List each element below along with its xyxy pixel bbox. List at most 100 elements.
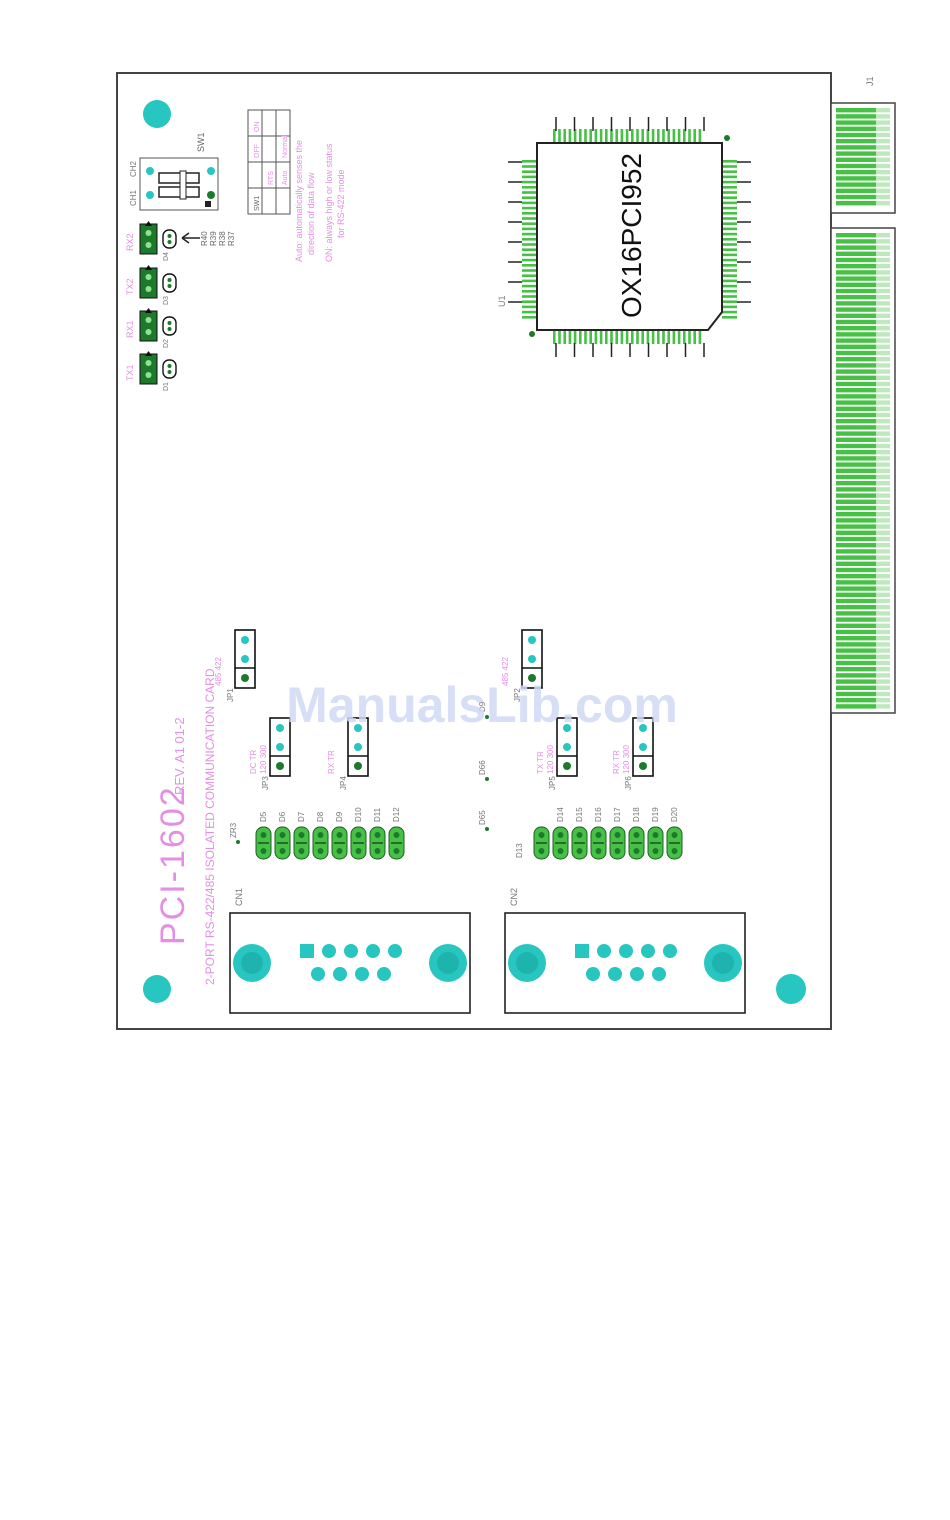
edge-finger-tip: [876, 425, 890, 430]
edge-finger: [836, 468, 876, 473]
edge-finger: [836, 332, 876, 337]
chip-pin: [693, 129, 696, 143]
misc-ref: ZR3: [229, 822, 238, 838]
edge-finger-tip: [876, 487, 890, 492]
edge-finger-tip: [876, 654, 890, 659]
chip-pin: [722, 279, 737, 283]
edge-finger: [836, 163, 876, 169]
edge-finger-tip: [876, 443, 890, 449]
chip-pin: [605, 330, 608, 344]
resistor-labels: R40 R39 R38 R37: [200, 231, 236, 246]
edge-finger: [836, 369, 876, 374]
chip-pin: [599, 330, 603, 344]
chip-pin: [553, 330, 556, 344]
edge-finger-tip: [876, 194, 890, 200]
chip-pin: [579, 129, 582, 143]
edge-finger-tip: [876, 679, 890, 684]
edge-finger: [836, 450, 876, 455]
edge-finger: [836, 301, 876, 306]
chip-pin: [584, 330, 587, 344]
edge-finger-tip: [876, 685, 890, 690]
chip-pin: [625, 330, 629, 344]
chip-pin: [651, 330, 655, 344]
edge-finger-tip: [876, 233, 890, 238]
edge-finger: [836, 617, 876, 622]
chip-pin: [657, 330, 660, 344]
chip-pin: [522, 316, 537, 319]
edge-finger: [836, 611, 876, 616]
led-label: RX2: [125, 233, 135, 251]
edge-finger-tip: [876, 245, 890, 250]
chip-pin: [651, 129, 655, 143]
edge-finger-tip: [876, 586, 890, 591]
edge-finger: [836, 157, 876, 162]
table-cell: OFF: [254, 144, 261, 158]
chip-pin: [722, 212, 737, 215]
edge-finger: [836, 443, 876, 449]
edge-finger-tip: [876, 419, 890, 424]
chip-pin: [722, 253, 737, 257]
edge-finger-tip: [876, 636, 890, 641]
edge-finger: [836, 295, 876, 300]
chip-pin: [522, 300, 537, 303]
resistor-label: R38: [218, 231, 227, 246]
edge-finger-tip: [876, 288, 890, 294]
edge-finger-tip: [876, 151, 890, 156]
edge-finger: [836, 530, 876, 535]
chip-pin: [563, 330, 566, 344]
edge-finger: [836, 276, 876, 281]
edge-finger: [836, 338, 876, 343]
chip-pin: [677, 330, 681, 344]
edge-finger: [836, 536, 876, 542]
edge-finger-tip: [876, 264, 890, 269]
edge-finger: [836, 642, 876, 647]
edge-finger: [836, 679, 876, 684]
led-label: RX1: [125, 320, 135, 338]
edge-finger-tip: [876, 567, 890, 573]
edge-finger: [836, 586, 876, 591]
diode-d7: D7: [293, 811, 310, 860]
edge-finger: [836, 660, 876, 666]
chip-pin: [722, 227, 737, 231]
edge-finger-tip: [876, 388, 890, 393]
jumper-setting: 120 300: [546, 745, 555, 774]
chip-pin: [522, 186, 537, 189]
edge-finger-tip: [876, 126, 890, 131]
edge-finger-tip: [876, 157, 890, 162]
edge-finger-tip: [876, 456, 890, 461]
chip-pin: [568, 330, 572, 344]
edge-finger: [836, 605, 876, 610]
edge-finger-tip: [876, 239, 890, 244]
jumper-ref: JP3: [261, 776, 270, 790]
chip-pin: [667, 129, 670, 143]
chip-pin: [677, 129, 681, 143]
chip-pin: [722, 196, 737, 199]
chip-pin: [722, 316, 737, 319]
chip-pin: [631, 330, 634, 344]
chip-pin: [672, 330, 676, 344]
chip-pin1-dot: [529, 331, 535, 337]
edge-finger: [836, 419, 876, 424]
chip-pin: [522, 201, 537, 205]
chip-pin: [610, 330, 613, 344]
chip-pin: [722, 258, 737, 262]
edge-finger: [836, 487, 876, 492]
board-outline: [116, 72, 832, 1030]
edge-finger: [836, 201, 876, 206]
edge-finger: [836, 598, 876, 604]
edge-finger-tip: [876, 499, 890, 504]
diode-ref: D20: [670, 807, 679, 822]
jumper-ref: JP6: [624, 776, 633, 790]
chip-pin: [522, 180, 537, 184]
diode-d18: D18: [628, 807, 645, 860]
diode-d11: D11: [369, 807, 386, 860]
pci-edge-connector: [830, 102, 896, 714]
edge-finger-tip: [876, 182, 890, 187]
edge-finger-tip: [876, 450, 890, 455]
edge-finger-tip: [876, 338, 890, 343]
chip-pin: [698, 330, 702, 344]
edge-finger: [836, 188, 876, 193]
